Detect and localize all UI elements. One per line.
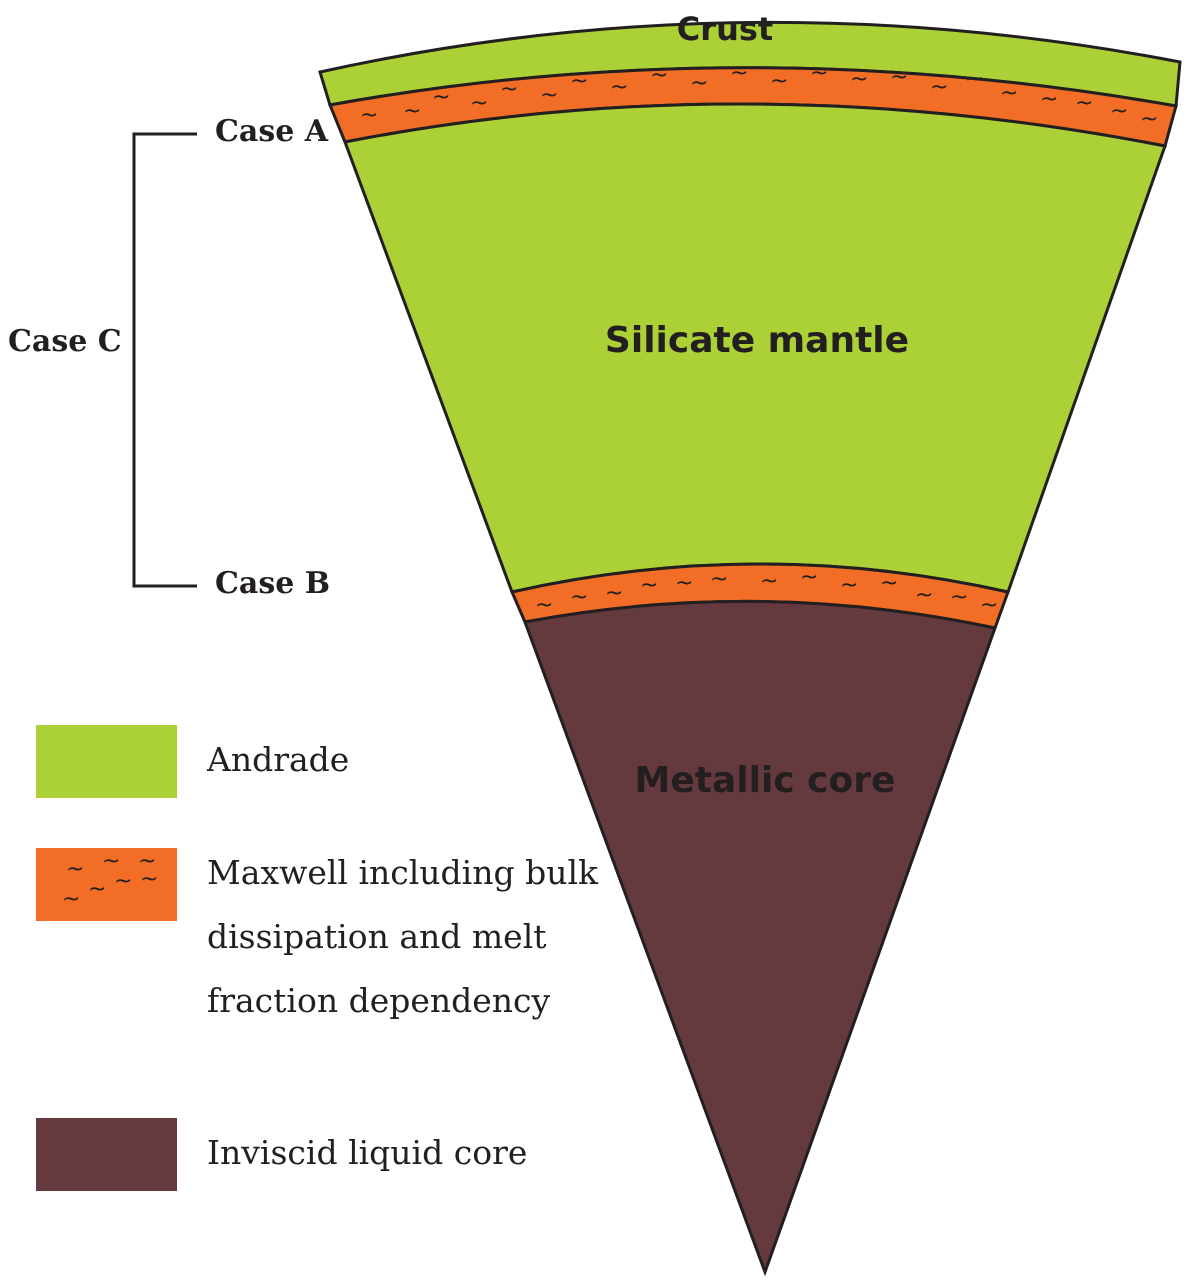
- tilde-wave-icon: ~: [535, 593, 553, 618]
- tilde-wave-icon: ~: [915, 583, 933, 608]
- case-c-label: Case C: [8, 324, 122, 359]
- case-bracket: Case A Case B Case C: [8, 114, 330, 601]
- tilde-wave-icon: ~: [840, 573, 858, 598]
- tilde-wave-icon: ~: [880, 571, 898, 596]
- upper-maxwell-waves: ~ ~ ~ ~ ~ ~ ~ ~ ~ ~ ~ ~ ~ ~ ~ ~ ~ ~ ~ ~ …: [360, 61, 1158, 132]
- case-c-bracket: [132, 132, 197, 588]
- legend: Andrade ~ ~ ~ ~ ~ ~ ~ Maxwell including …: [36, 725, 599, 1191]
- tilde-wave-icon: ~: [675, 571, 693, 596]
- tilde-wave-icon: ~: [605, 581, 623, 606]
- tilde-wave-icon: ~: [66, 857, 84, 882]
- tilde-wave-icon: ~: [1110, 99, 1128, 124]
- legend-label-maxwell-line-3: fraction dependency: [207, 981, 551, 1020]
- tilde-wave-icon: ~: [730, 61, 748, 86]
- legend-label-maxwell-line-2: dissipation and melt: [207, 917, 547, 956]
- tilde-wave-icon: ~: [950, 585, 968, 610]
- mantle-label: Silicate mantle: [605, 320, 909, 361]
- tilde-wave-icon: ~: [500, 77, 518, 102]
- legend-swatch-andrade: [36, 725, 177, 798]
- tilde-wave-icon: ~: [114, 869, 132, 894]
- tilde-wave-icon: ~: [102, 849, 120, 874]
- crust-label: Crust: [677, 10, 773, 48]
- tilde-wave-icon: ~: [540, 83, 558, 108]
- tilde-wave-icon: ~: [432, 85, 450, 110]
- tilde-wave-icon: ~: [138, 849, 156, 874]
- tilde-wave-icon: ~: [610, 75, 628, 100]
- legend-label-core: Inviscid liquid core: [207, 1133, 527, 1172]
- tilde-wave-icon: ~: [650, 63, 668, 88]
- legend-swatch-maxwell: [36, 848, 177, 921]
- tilde-wave-icon: ~: [470, 91, 488, 116]
- tilde-wave-icon: ~: [850, 67, 868, 92]
- tilde-wave-icon: ~: [1040, 87, 1058, 112]
- tilde-wave-icon: ~: [690, 71, 708, 96]
- tilde-wave-icon: ~: [760, 569, 778, 594]
- tilde-wave-icon: ~: [360, 103, 378, 128]
- tilde-wave-icon: ~: [890, 65, 908, 90]
- tilde-wave-icon: ~: [570, 69, 588, 94]
- tilde-wave-icon: ~: [88, 877, 106, 902]
- tilde-wave-icon: ~: [930, 75, 948, 100]
- legend-label-andrade: Andrade: [206, 740, 349, 779]
- tilde-wave-icon: ~: [965, 67, 983, 92]
- tilde-wave-icon: ~: [800, 565, 818, 590]
- core-layer: [522, 599, 997, 1277]
- case-a-label: Case A: [215, 114, 329, 149]
- case-b-label: Case B: [215, 566, 330, 601]
- tilde-wave-icon: ~: [570, 585, 588, 610]
- core-label: Metallic core: [635, 760, 896, 801]
- tilde-wave-icon: ~: [770, 69, 788, 94]
- tilde-wave-icon: ~: [1000, 81, 1018, 106]
- tilde-wave-icon: ~: [403, 99, 421, 124]
- tilde-wave-icon: ~: [1075, 91, 1093, 116]
- legend-label-maxwell-line-1: Maxwell including bulk: [207, 853, 599, 892]
- tilde-wave-icon: ~: [710, 567, 728, 592]
- wedge: [318, 20, 1182, 1277]
- tilde-wave-icon: ~: [62, 887, 80, 912]
- lower-maxwell-waves: ~ ~ ~ ~ ~ ~ ~ ~ ~ ~ ~ ~ ~: [535, 565, 998, 618]
- tilde-wave-icon: ~: [980, 593, 998, 618]
- tilde-wave-icon: ~: [810, 61, 828, 86]
- tilde-wave-icon: ~: [1140, 107, 1158, 132]
- legend-swatch-core: [36, 1118, 177, 1191]
- tilde-wave-icon: ~: [140, 867, 158, 892]
- tilde-wave-icon: ~: [640, 573, 658, 598]
